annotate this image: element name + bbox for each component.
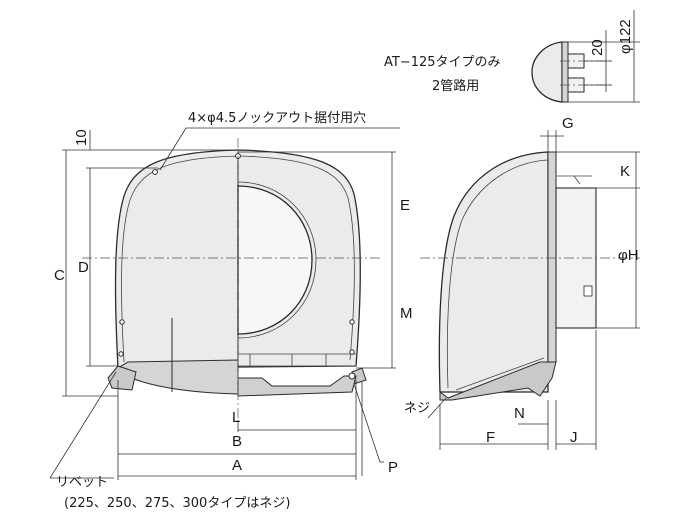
- dim-label-K: K: [620, 163, 630, 180]
- knockout-note: 4×φ4.5ノックアウト据付用穴: [188, 111, 366, 126]
- side-hood-body: [438, 151, 549, 393]
- rivet-note: リベット: [56, 475, 108, 490]
- at125-cap: [531, 41, 563, 103]
- dim-label-G: G: [562, 115, 574, 132]
- dim-label-A: A: [232, 457, 242, 474]
- side-louver: [439, 361, 557, 401]
- dim-label-C: C: [54, 267, 65, 284]
- dim-label-L: L: [232, 409, 240, 426]
- duct-opening: [237, 185, 313, 335]
- knockout-hole: [349, 349, 355, 355]
- dim-label-phi122: φ122: [617, 19, 634, 54]
- dim-label-B: B: [232, 433, 242, 450]
- dim-label-20: 20: [589, 39, 606, 56]
- knockout-hole: [118, 351, 124, 357]
- dim-label-P: P: [388, 459, 398, 476]
- at125-note-line1: AT−125タイプのみ: [384, 55, 501, 70]
- rivet-mark: [348, 372, 356, 380]
- dim-label-10: 10: [73, 129, 90, 146]
- rivet-subnote: (225、250、275、300タイプはネジ): [64, 496, 290, 511]
- dim-label-J: J: [570, 429, 578, 446]
- dim-label-N: N: [514, 405, 525, 422]
- side-dimensions: [427, 130, 640, 450]
- knockout-hole: [119, 319, 125, 325]
- screw-note: ネジ: [404, 401, 430, 416]
- knockout-hole: [349, 319, 355, 325]
- front-lower-shade: [117, 359, 239, 395]
- front-louver: [237, 375, 357, 397]
- dim-label-D: D: [78, 259, 89, 276]
- at125-detail: [531, 10, 640, 103]
- dim-label-E: E: [400, 197, 410, 214]
- dim-label-phiH: φH: [618, 247, 639, 264]
- dim-label-F: F: [486, 429, 495, 446]
- front-dimensions: [49, 127, 400, 480]
- side-view: [438, 151, 597, 401]
- knockout-hole: [152, 169, 158, 175]
- front-view: [107, 149, 367, 397]
- front-base: [107, 365, 137, 391]
- mounting-flange: [547, 151, 557, 363]
- at125-note-line2: 2管路用: [432, 78, 479, 94]
- dim-label-M: M: [400, 305, 413, 322]
